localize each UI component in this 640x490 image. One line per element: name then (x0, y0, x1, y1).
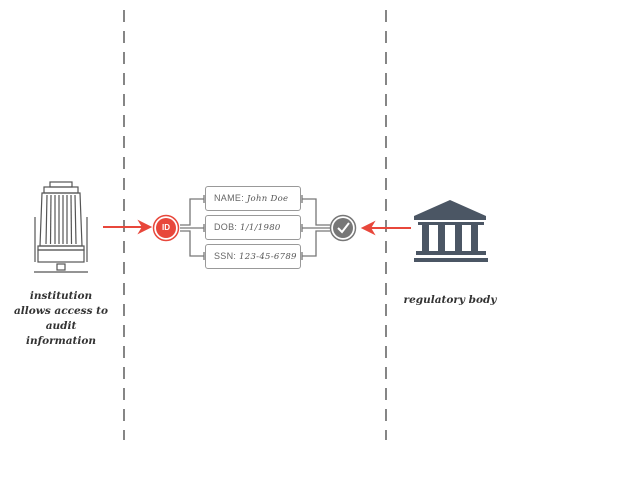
id-badge-label: ID (162, 223, 170, 232)
id-badge-icon (152, 214, 180, 242)
institution-label-line: information (25, 335, 97, 347)
institution-label: institution allows access to audit infor… (6, 289, 116, 349)
regulator-label: regulatory body (403, 294, 497, 306)
field-key: NAME: (214, 193, 245, 203)
institution-label-line: institution (29, 290, 93, 302)
building-icon (34, 181, 88, 273)
arrow-to-check (360, 220, 411, 236)
field-key: DOB: (214, 222, 238, 232)
field-ssn: SSN: 123-45-6789 (205, 244, 301, 269)
field-key: SSN: (214, 251, 237, 261)
connector-lines (180, 195, 330, 260)
field-value: 1/1/1980 (240, 223, 281, 233)
field-value: John Doe (246, 194, 289, 204)
arrow-to-id (103, 219, 153, 235)
bank-icon (414, 200, 488, 262)
field-dob: DOB: 1/1/1980 (205, 215, 301, 240)
field-name: NAME: John Doe (205, 186, 301, 211)
check-icon (329, 214, 357, 242)
institution-label-line: allows access to (14, 305, 108, 317)
institution-label-line: audit (45, 320, 77, 332)
field-value: 123-45-6789 (239, 252, 297, 262)
